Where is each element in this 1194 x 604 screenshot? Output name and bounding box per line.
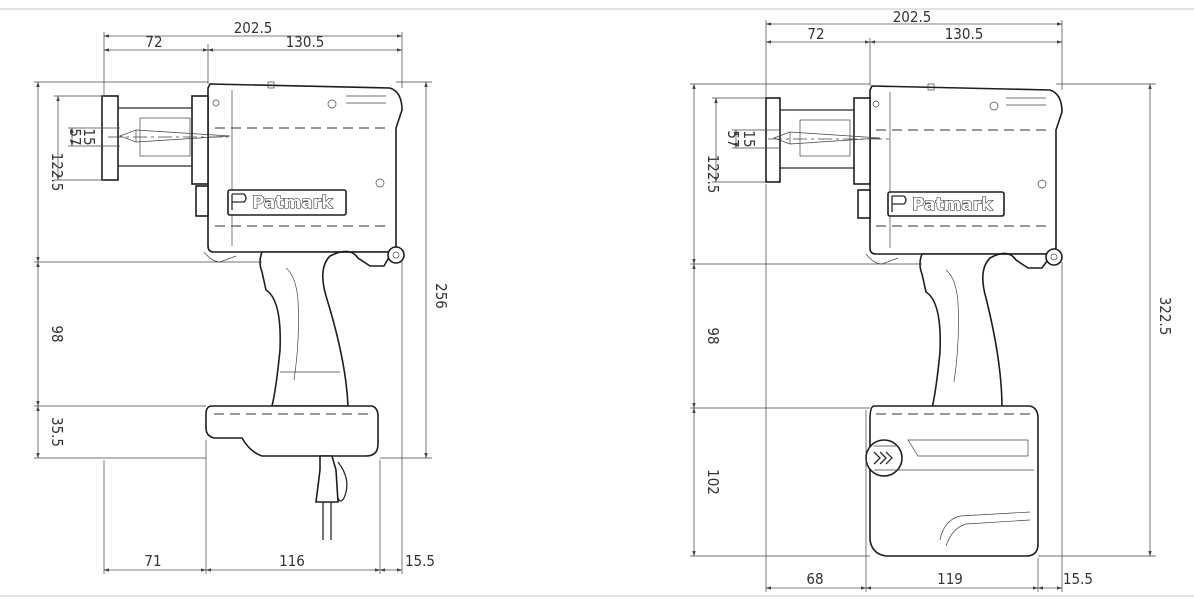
left-dim-bottom-left: 71: [144, 552, 161, 570]
right-dim-bottom-mid: 119: [937, 570, 963, 588]
right-dim-bottom-left: 68: [806, 570, 823, 588]
left-dim-total-width: 202.5: [234, 19, 273, 37]
left-dim-height-overall: 256: [432, 283, 450, 309]
right-dimensions: 202.5 72 130.5 322.5 122.5 98 102 57: [690, 8, 1174, 592]
right-dim-nozzle-inner: 15: [740, 130, 758, 147]
right-dim-total-width: 202.5: [893, 8, 932, 26]
right-dim-rear-width: 130.5: [945, 25, 984, 43]
left-dim-nozzle-outer: 57: [66, 128, 84, 145]
left-view: Patmark: [34, 19, 450, 574]
right-dim-grip-height: 98: [704, 327, 722, 344]
left-dim-base-height: 35.5: [48, 417, 66, 447]
right-dim-head-height: 122.5: [704, 155, 722, 194]
right-dim-battery-height: 102: [704, 469, 722, 495]
left-dim-bottom-right: 15.5: [405, 552, 435, 570]
right-view: Patmark 202.5: [690, 8, 1174, 592]
left-dim-rear-width: 130.5: [286, 33, 325, 51]
left-dim-bottom-mid: 116: [279, 552, 305, 570]
right-dim-bottom-right: 15.5: [1063, 570, 1093, 588]
left-dim-head-height: 122.5: [48, 153, 66, 192]
left-logo: Patmark: [252, 193, 333, 213]
left-dimensions: 202.5 72 130.5 256 122.5 98 35.5: [34, 19, 450, 574]
left-marker-body: Patmark: [101, 81, 405, 540]
right-dim-front-width: 72: [807, 25, 824, 43]
left-dim-front-width: 72: [145, 33, 162, 51]
right-dim-nozzle-outer: 57: [724, 130, 742, 147]
right-dim-height-overall: 322.5: [1156, 297, 1174, 336]
left-dim-grip-height: 98: [48, 325, 66, 342]
right-marker-body: Patmark: [765, 83, 1063, 557]
left-dim-nozzle-inner: 15: [80, 128, 98, 145]
right-logo: Patmark: [912, 195, 993, 215]
